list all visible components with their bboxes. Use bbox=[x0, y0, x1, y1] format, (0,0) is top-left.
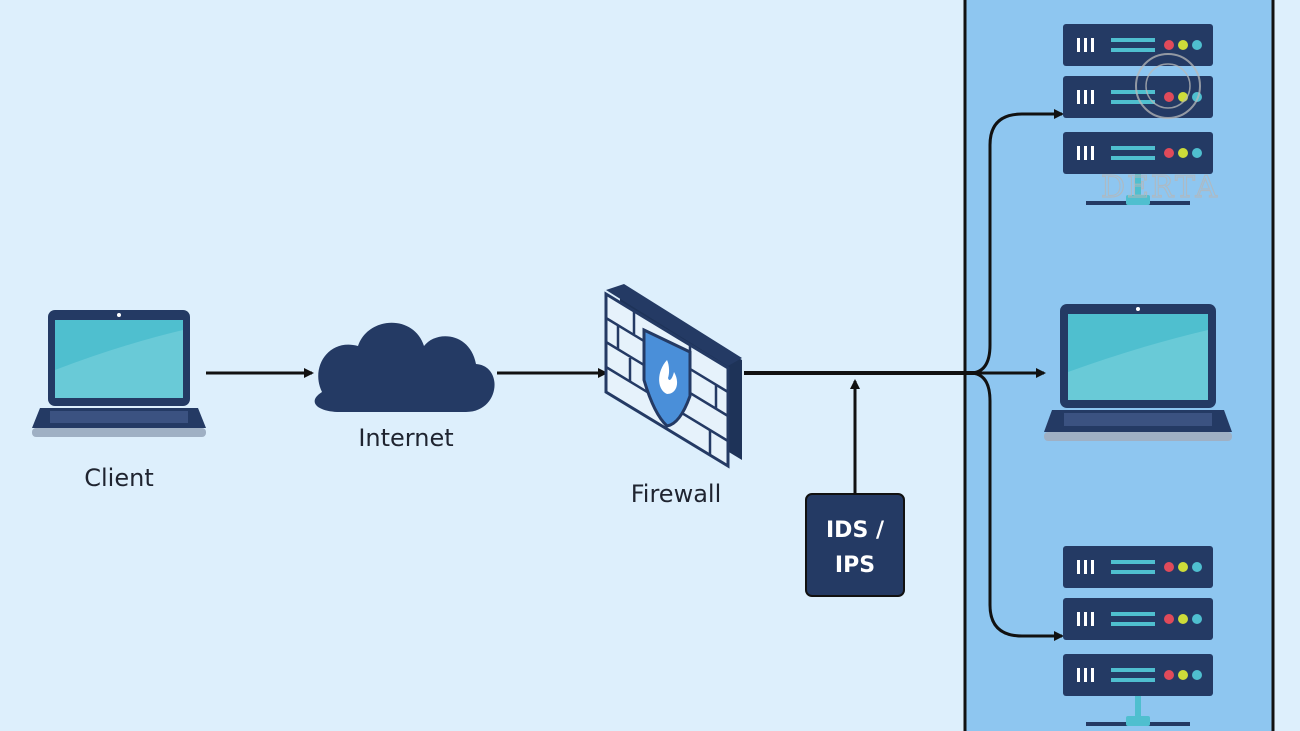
firewall-icon bbox=[604, 284, 742, 469]
top-server-rack-icon bbox=[1063, 24, 1213, 205]
arrow-to-top-servers bbox=[969, 109, 1064, 375]
arrow-to-bottom-servers bbox=[969, 371, 1064, 641]
ids-ips-label-line2: IPS bbox=[835, 553, 875, 578]
watermark-seal: DERTA bbox=[1100, 53, 1219, 206]
ids-ips-label-line1: IDS / bbox=[826, 518, 885, 543]
bottom-server-rack-icon bbox=[1063, 546, 1213, 726]
firewall-label: Firewall bbox=[631, 480, 722, 508]
client-label: Client bbox=[84, 464, 153, 492]
watermark-text: DERTA bbox=[1101, 170, 1219, 205]
internet-label: Internet bbox=[358, 424, 453, 452]
internet-cloud-icon bbox=[314, 322, 495, 412]
workstation-laptop-icon bbox=[1044, 304, 1232, 441]
ids-ips-box bbox=[805, 493, 905, 597]
client-laptop-icon bbox=[32, 310, 206, 437]
